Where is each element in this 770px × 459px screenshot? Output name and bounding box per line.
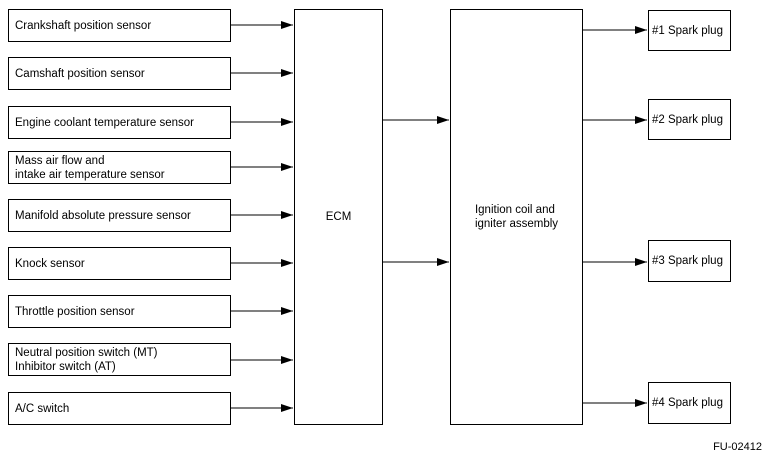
sensor-box-crankshaft: Crankshaft position sensor xyxy=(8,9,231,42)
ignition-coil-box: Ignition coil and igniter assembly xyxy=(450,9,583,425)
sensor-box-map: Manifold absolute pressure sensor xyxy=(8,199,231,232)
sensor-label: A/C switch xyxy=(15,402,70,415)
ecm-label: ECM xyxy=(325,211,352,223)
sensor-label: Engine coolant temperature sensor xyxy=(15,116,194,129)
spark-plug-box-1: #1 Spark plug xyxy=(648,10,731,51)
sensor-label: Crankshaft position sensor xyxy=(15,19,152,32)
sensor-label: Camshaft position sensor xyxy=(15,67,145,80)
sensor-label: Neutral position switch (MT) Inhibitor s… xyxy=(15,346,158,373)
sensor-label: Knock sensor xyxy=(15,257,85,270)
sensor-label: Mass air flow and intake air temperature… xyxy=(15,154,165,181)
sensor-box-neutral-inhibitor: Neutral position switch (MT) Inhibitor s… xyxy=(8,343,231,376)
figure-id: FU-02412 xyxy=(713,441,762,453)
ecm-box: ECM xyxy=(294,9,383,425)
spark-plug-box-4: #4 Spark plug xyxy=(648,382,731,424)
sensor-box-knock: Knock sensor xyxy=(8,247,231,280)
ignition-label: Ignition coil and igniter assembly xyxy=(474,204,559,230)
sensor-box-throttle: Throttle position sensor xyxy=(8,295,231,328)
sensor-box-ac-switch: A/C switch xyxy=(8,392,231,425)
spark-plug-label: #1 Spark plug xyxy=(652,24,723,37)
sensor-box-coolant-temp: Engine coolant temperature sensor xyxy=(8,106,231,139)
spark-plug-label: #2 Spark plug xyxy=(652,113,723,126)
spark-plug-box-3: #3 Spark plug xyxy=(648,240,731,282)
spark-plug-label: #3 Spark plug xyxy=(652,255,723,267)
sensor-label: Throttle position sensor xyxy=(15,305,135,318)
spark-plug-label: #4 Spark plug xyxy=(652,397,723,409)
sensor-label: Manifold absolute pressure sensor xyxy=(15,209,191,222)
sensor-box-maf-iat: Mass air flow and intake air temperature… xyxy=(8,151,231,184)
spark-plug-box-2: #2 Spark plug xyxy=(648,99,731,140)
sensor-box-camshaft: Camshaft position sensor xyxy=(8,57,231,90)
